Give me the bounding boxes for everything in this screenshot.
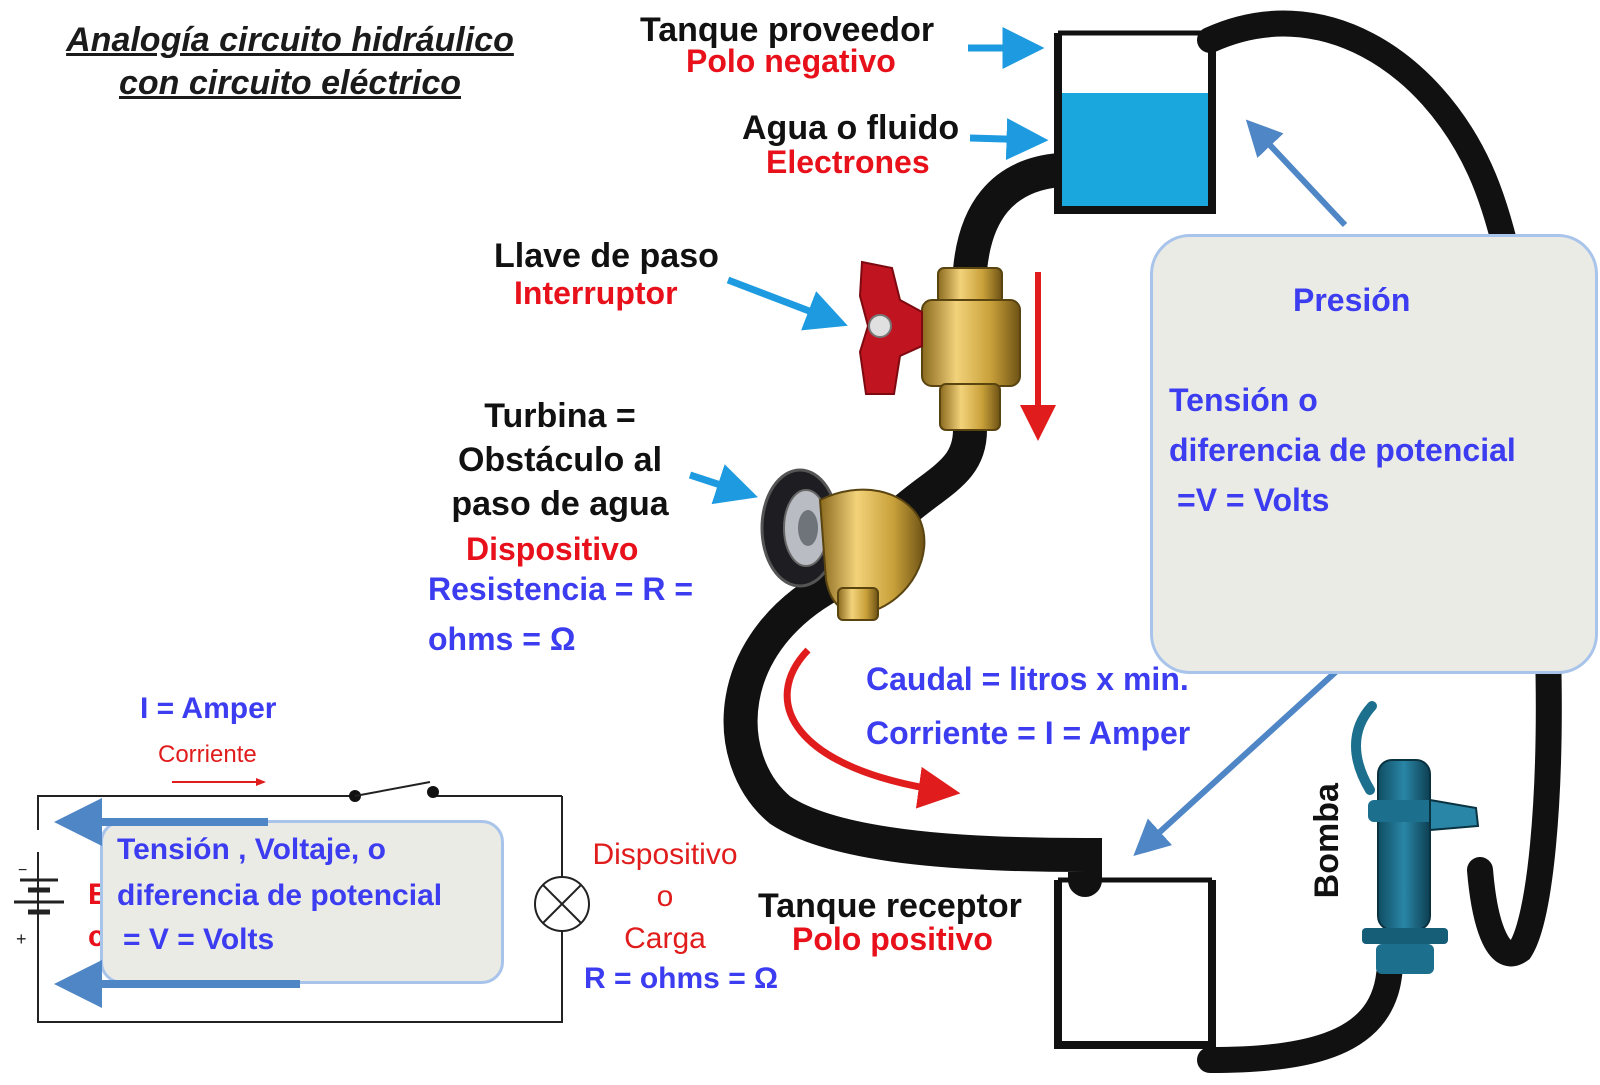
pump-spout [1429,798,1480,832]
page-title: Analogía circuito hidráulico con circuit… [66,21,514,103]
resistance-formula-2: ohms = Ω [428,621,576,657]
arrow-turbina [688,464,758,505]
resistance-formula-1: Resistencia = R = [428,571,694,607]
arrow-flow-curve [783,647,961,809]
battery-minus: − [18,862,28,879]
pump-image [1351,701,1480,974]
receiver-tank-analog: Polo positivo [792,921,993,957]
switch-contact-right [427,786,439,798]
battery-symbol [14,878,64,915]
pressure-line-1: Tensión o [1169,382,1318,418]
water-fill [1060,93,1210,208]
circuit-voltage-line-2: diferencia de potencial [117,879,443,912]
pressure-line-2: diferencia de potencial [1169,432,1516,468]
arrow-llave [726,276,848,331]
receiver-tank [1054,877,1216,1049]
supply-tank-analog: Polo negativo [686,43,896,79]
turbine-label: Turbina = Obstáculo al paso de agua [451,397,669,523]
circuit-voltage-box: Tensión , Voltaje, o diferencia de poten… [100,820,504,984]
supply-hose-lower [723,563,1102,897]
valve-analog: Interruptor [514,275,678,311]
pressure-title: Presión [1293,282,1411,318]
pressure-box: Presión Tensión o diferencia de potencia… [1150,234,1598,674]
arrow-agua [969,118,1049,161]
switch-lever [354,781,431,797]
pump-hose [1197,947,1403,1073]
flow-rate-label: Caudal = litros x min. [866,661,1189,697]
supply-hose-upper [953,153,1077,287]
circuit-current-formula: I = Amper [140,692,277,725]
water-analog: Electrones [766,144,930,180]
circuit-voltage-line-3: = V = Volts [123,923,275,956]
circuit-device-resistance: R = ohms = Ω [584,962,779,995]
water-label: Agua o fluido [742,109,960,147]
valve-image [858,260,1021,431]
arrow-pressure-down [1133,665,1343,857]
current-label: Corriente = I = Amper [866,715,1191,751]
circuit-current-label: Corriente [158,741,257,768]
circuit-device-label: Dispositivo o Carga [592,838,738,955]
electric-circuit [14,778,590,1023]
supply-hose-middle [888,413,987,527]
arrow-pressure-up [1245,119,1348,228]
pump-label: Bomba [1307,783,1346,899]
supply-tank [1054,30,1216,214]
turbine-image [760,468,926,621]
circuit-voltage-line-1: Tensión , Voltaje, o [117,833,386,866]
battery-plus: + [16,929,27,949]
lamp-load-symbol [534,876,590,932]
turbine-analog: Dispositivo [466,531,639,567]
valve-label: Llave de paso [494,237,719,275]
supply-tank-label: Tanque proveedor [640,11,935,49]
receiver-tank-label: Tanque receptor [758,887,1022,925]
pressure-line-3: =V = Volts [1177,482,1330,518]
